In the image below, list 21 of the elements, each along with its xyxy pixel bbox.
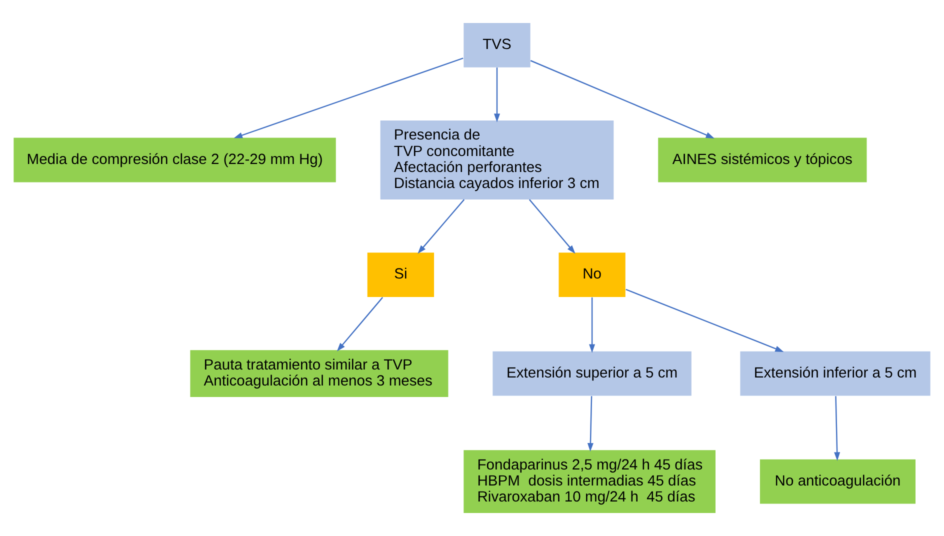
node-box: Media de compresión clase 2 (22-29 mm Hg) bbox=[14, 138, 336, 182]
arrow bbox=[336, 297, 384, 352]
node-box: No anticoagulación bbox=[760, 459, 916, 504]
node-box: TVS bbox=[464, 22, 530, 68]
arrow bbox=[494, 68, 500, 122]
node-box: AINES sistémicos y tópicos bbox=[658, 138, 867, 182]
node-box: Fondaparinus 2,5 mg/24 h 45 días HBPM dosis intermadias 45 días Rivaroxaban 10 mg/24 h 45 días bbox=[464, 450, 716, 514]
arrow bbox=[834, 396, 840, 461]
arrow bbox=[528, 199, 576, 254]
node-box: Extensión superior a 5 cm bbox=[492, 351, 692, 396]
arrow bbox=[626, 288, 784, 352]
node-box: No bbox=[558, 252, 626, 297]
node-box: Extensión inferior a 5 cm bbox=[740, 351, 930, 396]
node-box: Pauta tratamiento similar a TVP Anticoagulación al menos 3 meses bbox=[190, 350, 448, 397]
node-box: Si bbox=[367, 252, 434, 297]
node-box: Presencia de TVP concomitante Afectación perforantes Distancia cayados inferior 3 cm bbox=[380, 120, 614, 200]
arrow bbox=[530, 60, 715, 138]
arrow bbox=[589, 297, 596, 353]
arrow bbox=[587, 396, 594, 452]
arrow bbox=[418, 199, 465, 254]
arrow bbox=[234, 58, 464, 138]
